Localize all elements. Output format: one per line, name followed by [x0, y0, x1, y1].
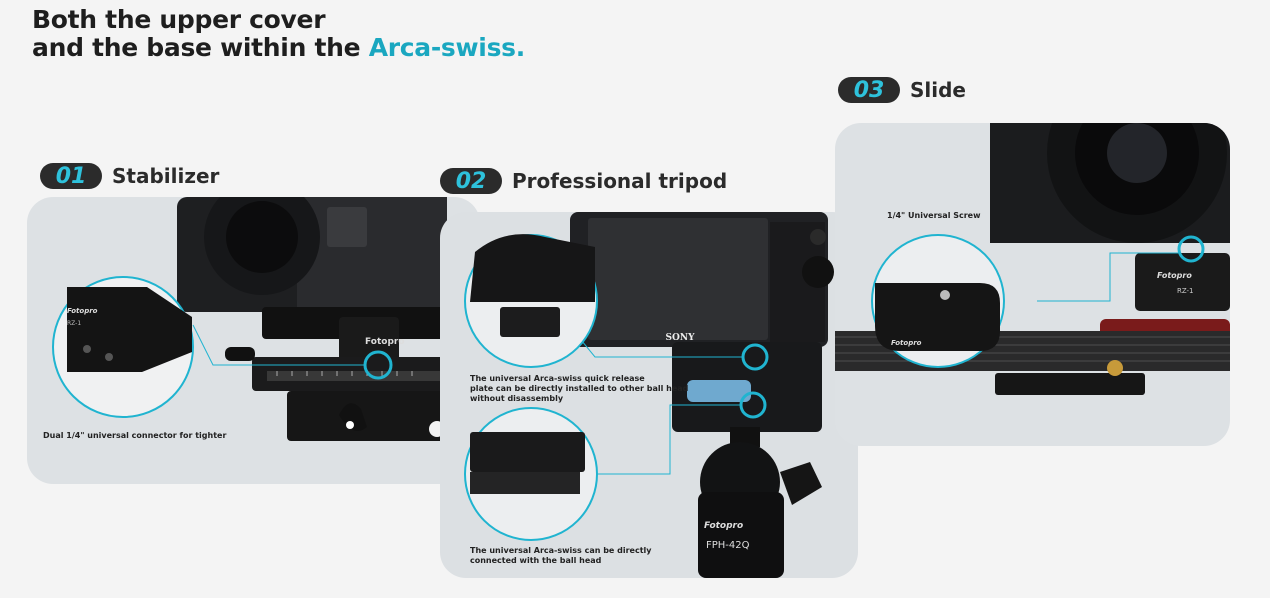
tripod-illustration: SONY Fotopro FPH-42Q — [464, 212, 834, 578]
section-title: Slide — [910, 78, 966, 102]
headline-accent: Arca-swiss. — [368, 33, 526, 62]
camera-brand: SONY — [666, 333, 696, 343]
caption-line: The universal Arca-swiss quick release — [470, 374, 645, 383]
panel-stabilizer: Fotopro Fotopro RZ-1 Dual 1/4" universal… — [27, 197, 480, 484]
headline-line-2: and the base within the — [32, 33, 369, 62]
tripod-caption-1: The universal Arca-swiss quick release p… — [470, 374, 688, 404]
headline-line-1: Both the upper cover — [32, 5, 326, 34]
stabilizer-zoom-model: RZ-1 — [67, 320, 81, 327]
section-label-slide: 03 Slide — [838, 77, 966, 103]
page-headline: Both the upper cover and the base within… — [32, 6, 525, 62]
caption-line: connected with the ball head — [470, 556, 602, 565]
stabilizer-caption: Dual 1/4" universal connector for tighte… — [43, 431, 227, 440]
caption-line: The universal Arca-swiss can be directly — [470, 546, 652, 555]
tripod-caption-2: The universal Arca-swiss can be directly… — [470, 546, 652, 566]
stabilizer-illustration: Fotopro Fotopro RZ-1 — [52, 197, 480, 441]
section-label-stabilizer: 01 Stabilizer — [40, 163, 219, 189]
section-number-badge: 03 — [838, 77, 900, 103]
tripod-model: FPH-42Q — [706, 540, 750, 551]
section-title: Stabilizer — [112, 164, 220, 188]
slide-zoom-brand: Fotopro — [891, 339, 922, 347]
caption-line: plate can be directly installed to other… — [470, 384, 689, 393]
slide-plate-brand: Fotopro — [1157, 271, 1192, 280]
section-number-badge: 01 — [40, 163, 102, 189]
section-label-tripod: 02 Professional tripod — [440, 168, 727, 194]
section-title: Professional tripod — [512, 169, 728, 193]
stabilizer-plate-brand: Fotopro — [365, 337, 405, 347]
tripod-brand: Fotopro — [704, 521, 743, 531]
panel-tripod: SONY Fotopro FPH-42Q The universal Arca-… — [440, 212, 858, 578]
panel-slide: Fotopro RZ-1 Fotopro 1/4" Universal Scre… — [835, 123, 1230, 446]
slide-plate-model: RZ-1 — [1177, 287, 1194, 295]
stabilizer-zoom-brand: Fotopro — [67, 307, 98, 315]
caption-line: without disassembly — [470, 394, 564, 403]
slide-caption: 1/4" Universal Screw — [887, 211, 981, 220]
slide-illustration: Fotopro RZ-1 Fotopro — [835, 123, 1230, 395]
section-number-badge: 02 — [440, 168, 502, 194]
